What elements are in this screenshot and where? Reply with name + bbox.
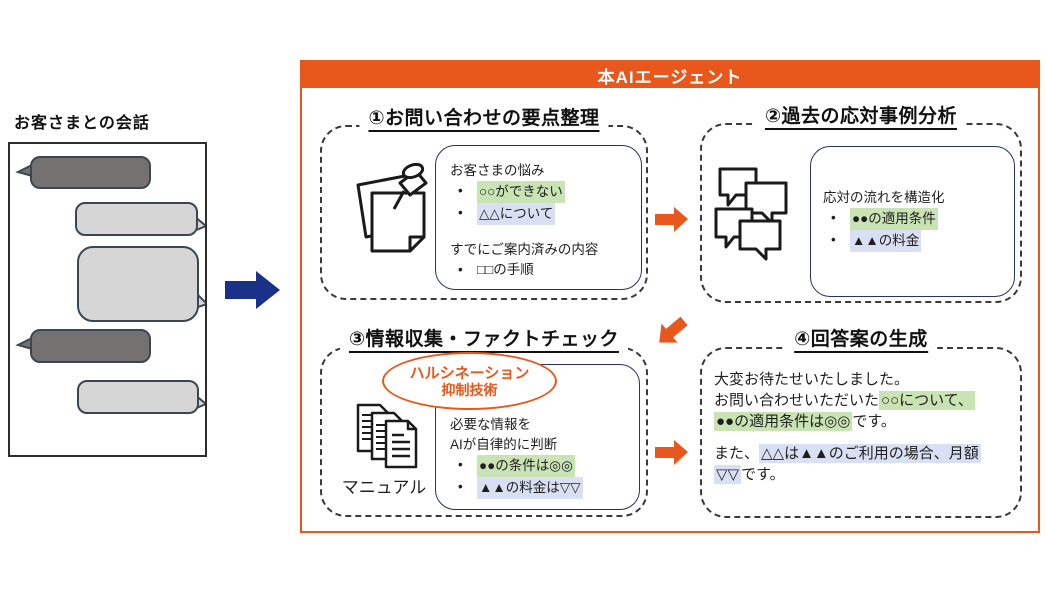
- flow-arrow-right-icon: [655, 440, 688, 470]
- step3-box: ③情報収集・ファクトチェック ハルシネーション 抑制技術 マニュアル 必要な情: [320, 324, 648, 517]
- chat-bubble-agent: [77, 380, 208, 414]
- step1-heading2: すでにご案内済みの内容: [450, 242, 599, 257]
- list-item: • ●●の適用条件: [823, 208, 1014, 230]
- highlighted-text: ○○について、: [879, 391, 975, 410]
- highlighted-text: ▲▲の料金は▽▽: [477, 477, 583, 499]
- hallucination-suppression-badge: ハルシネーション 抑制技術: [382, 352, 557, 410]
- list-item: • △△について: [450, 203, 641, 225]
- highlighted-text: △△は▲▲のご利用の場合、月額: [759, 444, 981, 463]
- step1-box: ①お問い合わせの要点整理 お客さまの悩み • ○○ができない: [320, 103, 648, 300]
- customer-conversation-title: お客さまとの会話: [14, 115, 150, 132]
- conversation-panel: [8, 142, 209, 457]
- step1-heading1: お客さまの悩み: [450, 163, 545, 178]
- documents-icon: [352, 403, 430, 476]
- answer-line: 大変お待たせいたしました。: [714, 371, 910, 388]
- list-item: • ▲▲の料金は▽▽: [450, 477, 639, 499]
- flow-arrow-down-left-icon: [651, 311, 693, 353]
- chat-transcript-illustration: [15, 156, 209, 414]
- highlighted-text: ○○ができない: [477, 181, 565, 203]
- ai-agent-title: 本AIエージェント: [597, 67, 743, 87]
- step3-title: ③情報収集・ファクトチェック: [339, 324, 629, 353]
- chat-bubble-agent: [75, 202, 208, 236]
- step2-title: ②過去の応対事例分析: [755, 101, 967, 130]
- step2-box: ②過去の応対事例分析 応対の流れを構造化 • ●●の適用条件 • ▲▲の料金: [700, 101, 1022, 303]
- chat-bubble-agent-large: [77, 246, 209, 322]
- highlighted-text: ▽▽: [714, 465, 742, 484]
- list-item: • ▲▲の料金: [823, 230, 1014, 252]
- answer-line: ▽▽です。: [714, 465, 785, 484]
- highlighted-text: ●●の適用条件: [850, 208, 938, 230]
- ai-agent-header: 本AIエージェント: [302, 62, 1038, 88]
- step1-title: ①お問い合わせの要点整理: [359, 103, 609, 132]
- list-item: • □□の手順: [458, 262, 534, 277]
- highlighted-text: △△について: [477, 203, 556, 225]
- highlighted-text: ●●の適用条件は◎◎: [714, 412, 853, 431]
- flow-arrow-right-icon: [655, 207, 688, 237]
- list-item: • ●●の条件は◎◎: [450, 455, 639, 477]
- highlighted-text: ▲▲の料金: [850, 230, 922, 252]
- step4-title: ④回答案の生成: [785, 324, 937, 353]
- answer-line: ●●の適用条件は◎◎です。: [714, 412, 896, 431]
- answer-line: お問い合わせいただいた○○について、: [714, 391, 975, 410]
- answer-line: また、△△は▲▲のご利用の場合、月額: [714, 444, 981, 463]
- step2-detail-card: 応対の流れを構造化 • ●●の適用条件 • ▲▲の料金: [810, 146, 1015, 297]
- block-arrow-right-icon: [225, 270, 281, 315]
- list-item: • ○○ができない: [450, 181, 641, 203]
- manual-label: マニュアル: [341, 478, 427, 497]
- step3-heading2: AIが自律的に判断: [450, 437, 558, 452]
- chat-bubbles-icon: [712, 165, 792, 268]
- pinned-note-icon: [344, 161, 436, 258]
- step2-heading: 応対の流れを構造化: [823, 190, 945, 205]
- chat-bubble-customer: [15, 329, 151, 363]
- step1-detail-card: お客さまの悩み • ○○ができない • △△について すでにご案内済みの内容 •…: [435, 145, 642, 290]
- step3-heading1: 必要な情報を: [450, 417, 531, 432]
- step4-box: ④回答案の生成 大変お待たせいたしました。 お問い合わせいただいた○○について、…: [700, 324, 1022, 518]
- draft-answer-text: 大変お待たせいたしました。 お問い合わせいただいた○○について、 ●●の適用条件…: [714, 369, 981, 485]
- highlighted-text: ●●の条件は◎◎: [477, 455, 575, 477]
- chat-bubble-customer: [15, 156, 151, 189]
